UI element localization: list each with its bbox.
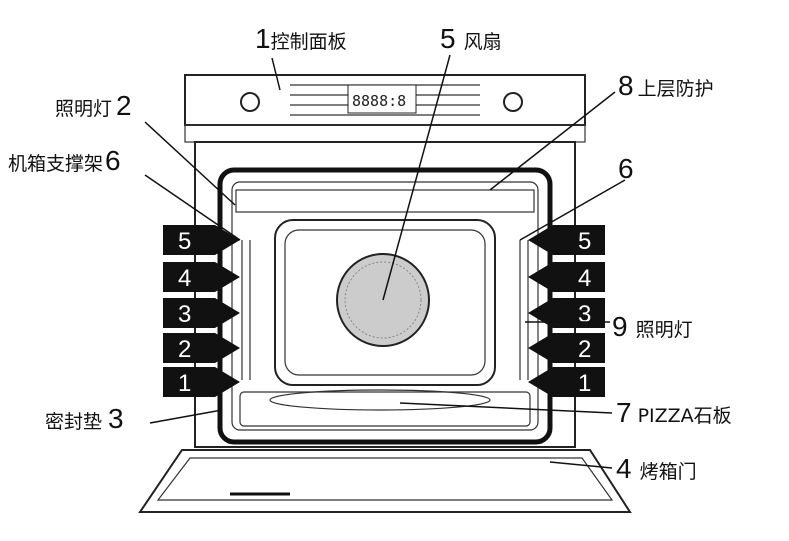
- top-guard: [235, 189, 535, 213]
- svg-text:8888:8: 8888:8: [352, 92, 406, 110]
- shelf-tag-shape: [163, 333, 240, 363]
- shelf-tag-left-3: 3: [163, 298, 240, 328]
- shelf-tag-shape: [163, 225, 240, 255]
- shelf-level-number: 3: [578, 301, 591, 328]
- shelf-tag-right-1: 1: [528, 367, 605, 397]
- shelf-level-number: 3: [178, 301, 191, 328]
- label-rack-support-right: 6: [618, 153, 634, 184]
- shelf-tag-right-2: 2: [528, 333, 605, 363]
- shelf-tag-shape: [163, 262, 240, 292]
- display-screen: [347, 84, 417, 114]
- shelf-tag-right-5: 5: [528, 225, 605, 255]
- label-rack-support-left: 机箱支撑架6: [8, 145, 121, 176]
- shelf-level-number: 5: [178, 228, 191, 255]
- shelf-level-number: 2: [578, 336, 591, 363]
- shelf-tag-shape: [528, 225, 605, 255]
- left-knob: [240, 92, 260, 112]
- oven-door: [138, 449, 632, 513]
- shelf-level-number: 1: [578, 370, 591, 397]
- shelf-tag-left-4: 4: [163, 262, 240, 292]
- shelf-level-number: 5: [578, 228, 591, 255]
- right-knob: [503, 92, 523, 112]
- shelf-tag-left-5: 5: [163, 225, 240, 255]
- shelf-level-number: 4: [178, 265, 191, 292]
- shelf-tag-shape: [528, 367, 605, 397]
- shelf-level-number: 2: [178, 336, 191, 363]
- shelf-level-number: 1: [178, 370, 191, 397]
- shelf-tag-left-1: 1: [163, 367, 240, 397]
- shelf-tag-right-3: 3: [528, 298, 605, 328]
- shelf-tag-shape: [163, 298, 240, 328]
- shelf-tag-right-4: 4: [528, 262, 605, 292]
- shelf-tag-left-2: 2: [163, 333, 240, 363]
- pizza-stone: [269, 389, 491, 411]
- shelf-level-number: 4: [578, 265, 591, 292]
- shelf-tag-shape: [163, 367, 240, 397]
- label-control-panel: 1控制面板: [255, 23, 347, 54]
- shelf-tag-shape: [528, 298, 605, 328]
- shelf-tag-shape: [528, 333, 605, 363]
- leader-lines: [144, 54, 626, 469]
- shelf-tag-shape: [528, 262, 605, 292]
- control-panel: 8888:8: [184, 74, 586, 143]
